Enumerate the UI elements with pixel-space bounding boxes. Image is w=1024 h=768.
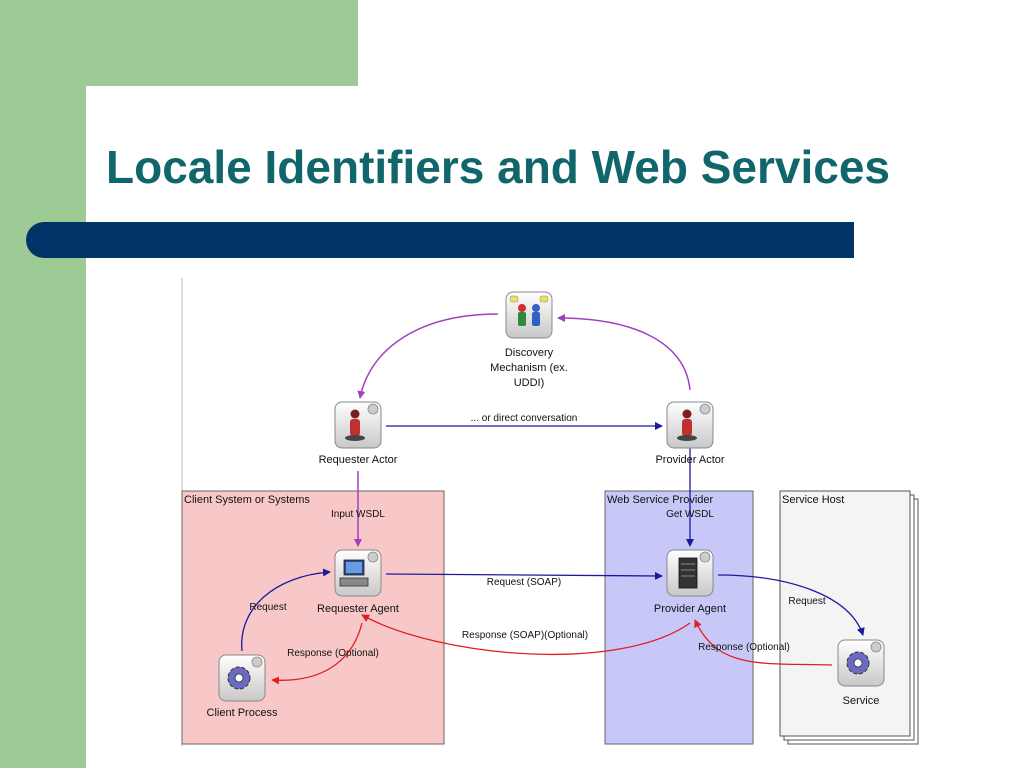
service-response-arrow	[694, 619, 833, 666]
gear-icon	[227, 666, 251, 690]
service-label: Service	[843, 695, 880, 707]
status-dot-icon	[251, 656, 263, 668]
response-soap-arrow	[361, 614, 691, 655]
title-underline-bar	[26, 222, 854, 258]
provider-region-label: Web Service Provider	[607, 494, 714, 506]
status-dot-icon	[367, 403, 379, 415]
service-request-label: Request	[788, 596, 825, 607]
request-soap-arrow	[385, 571, 663, 580]
provider-actor-label: Provider Actor	[655, 454, 724, 466]
discovery-label-line-2: Mechanism (ex.	[490, 362, 568, 374]
requester-actor-node[interactable]: Requester Actor	[319, 401, 398, 466]
input-wsdl-label: Input WSDL	[331, 509, 385, 520]
get-wsdl-label: Get WSDL	[666, 509, 714, 520]
service-request-arrow	[717, 574, 865, 636]
green-top-band	[0, 0, 358, 86]
discovery-node[interactable]: Discovery Mechanism (ex. UDDI)	[490, 291, 568, 389]
discovery-people-icon	[509, 295, 549, 326]
slide-title: Locale Identifiers and Web Services	[106, 141, 890, 193]
response-soap-label: Response (SOAP)(Optional)	[462, 630, 588, 641]
discovery-to-requester-arrow	[357, 313, 499, 399]
client-request-label: Request	[249, 602, 286, 613]
status-dot-icon	[699, 551, 711, 563]
discovery-label-line-1: Discovery	[505, 347, 554, 359]
discovery-label-line-3: UDDI)	[514, 377, 545, 389]
client-response-label: Response (Optional)	[287, 648, 379, 659]
green-side-band	[0, 0, 86, 768]
provider-actor-node[interactable]: Provider Actor	[655, 401, 725, 466]
client-region: Client System or Systems	[181, 490, 445, 745]
gear-icon	[846, 651, 870, 675]
person-icon	[345, 409, 365, 441]
client-response-arrow	[271, 622, 363, 685]
status-dot-icon	[367, 551, 379, 563]
request-soap-label: Request (SOAP)	[487, 577, 561, 588]
web-services-diagram: Client System or Systems Web Service Pro…	[180, 278, 920, 748]
service-response-label: Response (Optional)	[698, 642, 790, 653]
client-process-label: Client Process	[207, 707, 278, 719]
status-dot-icon	[699, 403, 711, 415]
host-region: Service Host	[779, 490, 919, 745]
provider-region: Web Service Provider	[604, 490, 754, 745]
client-process-node[interactable]: Client Process	[207, 654, 278, 719]
provider-to-discovery-arrow	[557, 314, 691, 391]
status-dot-icon	[870, 641, 882, 653]
provider-agent-label: Provider Agent	[654, 603, 726, 615]
provider-agent-node[interactable]: Provider Agent	[654, 549, 726, 615]
client-request-arrow	[241, 568, 331, 652]
person-icon	[677, 409, 697, 441]
direct-conversation-label: ... or direct conversation	[471, 413, 578, 424]
service-node[interactable]: Service	[837, 639, 885, 707]
host-region-label: Service Host	[782, 494, 844, 506]
client-region-label: Client System or Systems	[184, 494, 310, 506]
server-icon	[678, 557, 698, 589]
computer-icon	[339, 559, 369, 587]
requester-actor-label: Requester Actor	[319, 454, 398, 466]
requester-agent-label: Requester Agent	[317, 603, 399, 615]
requester-agent-node[interactable]: Requester Agent	[317, 549, 399, 615]
